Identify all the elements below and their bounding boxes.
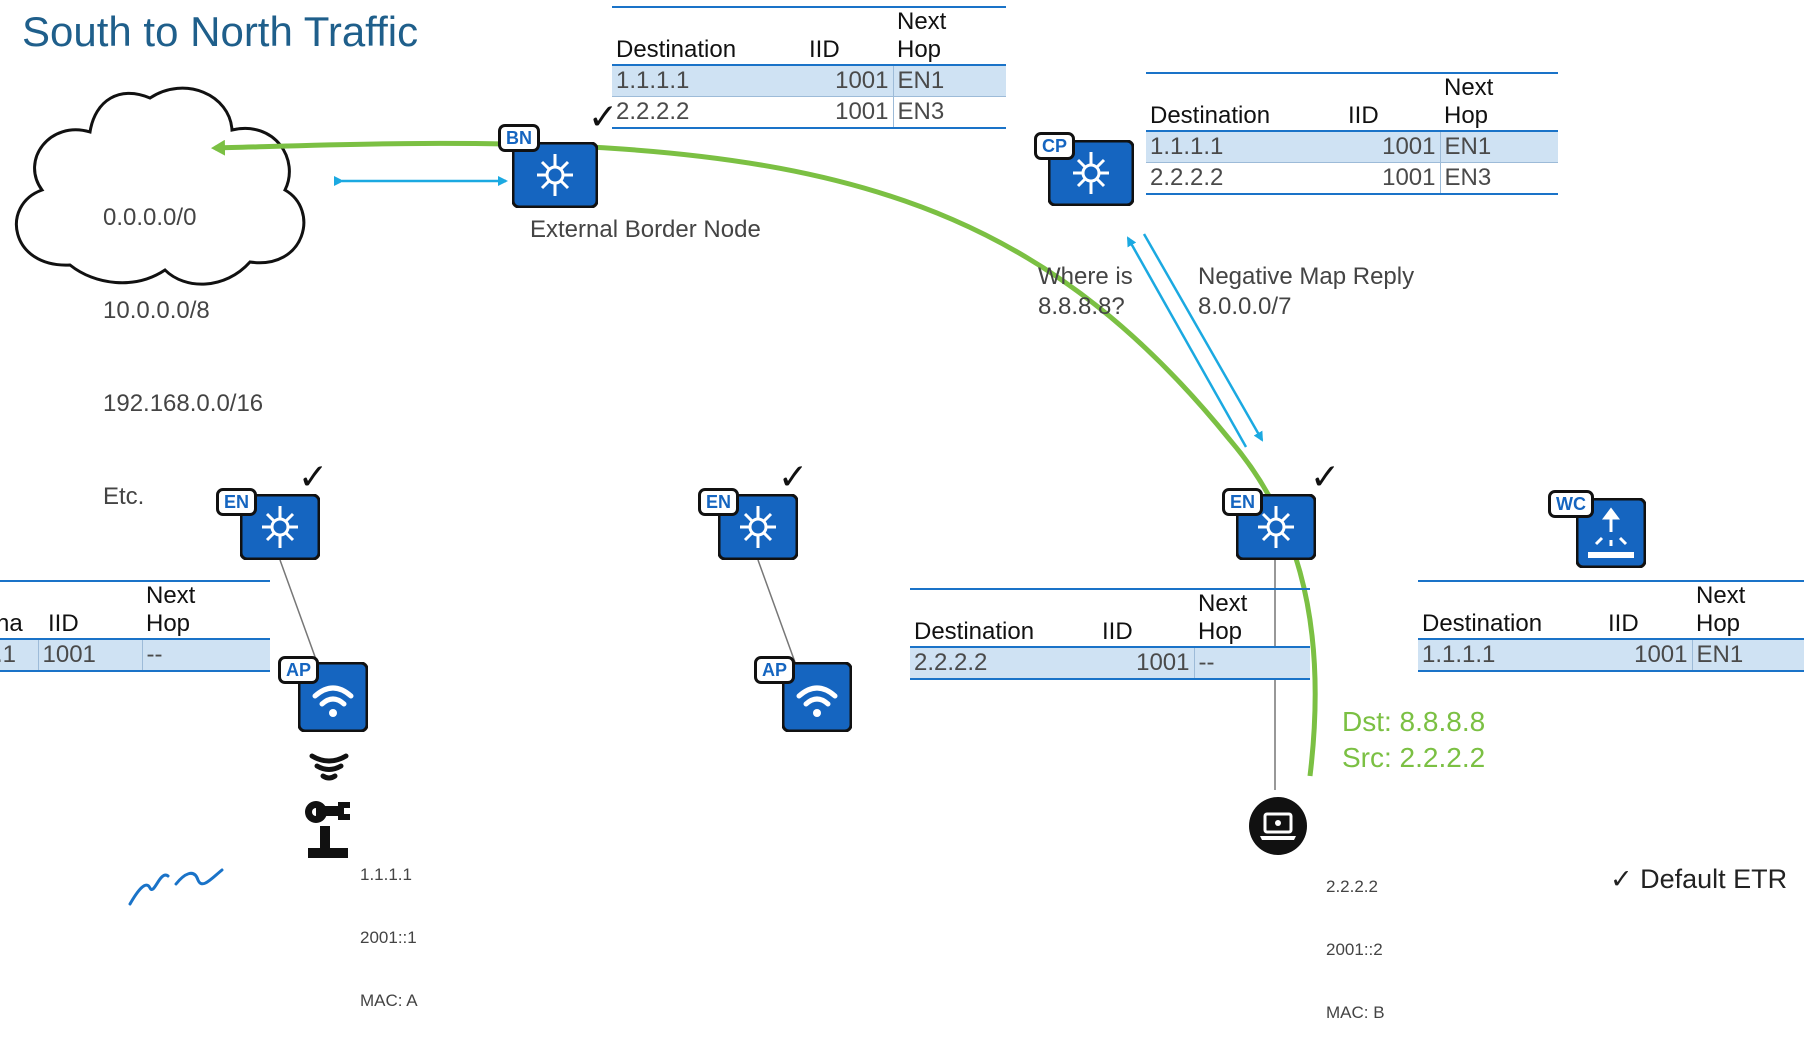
cell-next-hop: EN3: [1439, 162, 1558, 194]
en3-routing-table: Destination IID Next Hop 2.2.2.2 1001 --: [910, 588, 1310, 680]
table-row: 2.2.2.2 1001 --: [910, 647, 1310, 679]
host-laptop-info: 2.2.2.2 2001::2 MAC: B: [1326, 834, 1385, 1044]
wireless-controller-icon[interactable]: [1576, 498, 1646, 568]
table-row: 2.2.2.2 1001 EN3: [1146, 162, 1558, 194]
col-next-hop: Next Hop: [1696, 582, 1746, 637]
table-row: 1.1.1.1 1001 EN1: [1146, 131, 1558, 163]
col-iid: IID: [48, 610, 79, 637]
map-reply-line: Negative Map Reply: [1198, 263, 1415, 290]
node-badge-ap2: AP: [754, 656, 796, 684]
cell-destination: .1: [0, 639, 39, 671]
switch-icon[interactable]: [512, 142, 598, 208]
col-destination: Destination: [1150, 102, 1271, 129]
node-badge-ap1: AP: [278, 656, 320, 684]
node-badge-en2: EN: [698, 488, 740, 516]
default-etr-check: ✓: [778, 456, 809, 497]
cp-routing-table: Destination IID Next Hop 1.1.1.1 1001 EN…: [1146, 72, 1558, 195]
col-next-hop: Next Hop: [1444, 74, 1494, 129]
cell-iid: 1001: [1604, 639, 1692, 671]
default-etr-check: ✓: [588, 96, 619, 137]
col-next-hop: Next Hop: [146, 582, 196, 637]
cloud-prefix-list: 0.0.0.0/0 10.0.0.0/8 192.168.0.0/16 Etc.: [103, 140, 263, 543]
col-iid: IID: [1102, 618, 1133, 645]
cell-iid: 1001: [805, 65, 893, 97]
cell-next-hop: EN1: [892, 65, 1006, 97]
map-reply-label: Negative Map Reply 8.0.0.0/7: [1198, 262, 1414, 322]
col-iid: IID: [1348, 102, 1379, 129]
cell-iid: 1001: [1382, 164, 1436, 191]
packet-header-label: Dst: 8.8.8.8 Src: 2.2.2.2: [1342, 704, 1485, 776]
table-row: 2.2.2.2 1001 EN3: [612, 96, 1006, 128]
cell-iid: 1001: [38, 639, 142, 671]
border-node-caption: External Border Node: [530, 216, 761, 243]
map-request-label: Where is 8.8.8.8?: [1038, 262, 1133, 322]
col-destination: Destination: [616, 36, 737, 63]
wc-routing-table: Destination IID Next Hop 1.1.1.1 1001 EN…: [1418, 580, 1804, 672]
cell-next-hop: EN1: [1691, 639, 1804, 671]
cloud-prefix: 0.0.0.0/0: [103, 204, 197, 231]
node-badge-wc: WC: [1548, 490, 1594, 518]
legend-default-etr: ✓ Default ETR: [1610, 864, 1788, 894]
signal-icon: [309, 753, 349, 781]
default-etr-check: ✓: [1310, 456, 1341, 497]
host-ipv6: 2001::2: [1326, 940, 1383, 959]
map-request-line: Where is: [1038, 263, 1133, 290]
laptop-icon: [1249, 797, 1307, 855]
cell-destination: 2.2.2.2: [616, 98, 690, 125]
col-destination: na: [0, 610, 23, 637]
cloud-icon: [15, 86, 306, 286]
cell-next-hop: --: [141, 639, 270, 671]
robot-arm-icon: [305, 801, 350, 858]
bn-routing-table: Destination IID Next Hop 1.1.1.1 1001 EN…: [612, 6, 1006, 129]
page-title: South to North Traffic: [22, 8, 419, 55]
col-next-hop: Next Hop: [1198, 590, 1248, 645]
cloud-prefix: Etc.: [103, 483, 145, 510]
map-request-line: 8.8.8.8?: [1038, 293, 1125, 320]
node-badge-bn: BN: [498, 124, 540, 152]
host-robot-info: 1.1.1.1 2001::1 MAC: A: [360, 822, 418, 1032]
host-mac: MAC: B: [1326, 1003, 1385, 1022]
host-ip: 1.1.1.1: [360, 865, 412, 884]
cell-next-hop: EN3: [892, 96, 1006, 128]
node-badge-en1: EN: [216, 488, 258, 516]
wifi-ap-icon[interactable]: [782, 662, 852, 732]
cloud-prefix: 10.0.0.0/8: [103, 297, 210, 324]
host-ipv6: 2001::1: [360, 928, 417, 947]
cloud-prefix: 192.168.0.0/16: [103, 390, 264, 417]
cell-iid: 1001: [1344, 131, 1440, 163]
cell-destination: 1.1.1.1: [612, 65, 805, 97]
packet-dst: Dst: 8.8.8.8: [1342, 706, 1486, 737]
col-destination: Destination: [914, 618, 1035, 645]
cell-destination: 2.2.2.2: [1150, 164, 1224, 191]
host-ip: 2.2.2.2: [1326, 877, 1378, 896]
map-reply-line: 8.0.0.0/7: [1198, 293, 1292, 320]
default-etr-check: ✓: [298, 456, 329, 497]
cell-next-hop: --: [1193, 647, 1310, 679]
logo-fragment: [128, 868, 224, 906]
cell-next-hop: EN1: [1439, 131, 1558, 163]
en1-routing-table: na IID Next Hop .1 1001 --: [0, 580, 270, 672]
table-row: 1.1.1.1 1001 EN1: [612, 65, 1006, 97]
cell-iid: 1001: [835, 98, 889, 125]
node-badge-cp: CP: [1034, 132, 1076, 160]
col-iid: IID: [809, 36, 840, 63]
node-badge-en3: EN: [1222, 488, 1264, 516]
col-destination: Destination: [1422, 610, 1543, 637]
col-iid: IID: [1608, 610, 1639, 637]
packet-src: Src: 2.2.2.2: [1342, 742, 1486, 773]
cell-destination: 1.1.1.1: [1418, 639, 1604, 671]
cell-destination: 1.1.1.1: [1146, 131, 1344, 163]
table-row: 1.1.1.1 1001 EN1: [1418, 639, 1804, 671]
switch-icon[interactable]: [240, 494, 320, 560]
cell-iid: 1001: [1098, 647, 1194, 679]
cell-destination: 2.2.2.2: [910, 647, 1098, 679]
host-mac: MAC: A: [360, 991, 418, 1010]
table-row: .1 1001 --: [0, 639, 270, 671]
col-next-hop: Next Hop: [897, 8, 947, 63]
